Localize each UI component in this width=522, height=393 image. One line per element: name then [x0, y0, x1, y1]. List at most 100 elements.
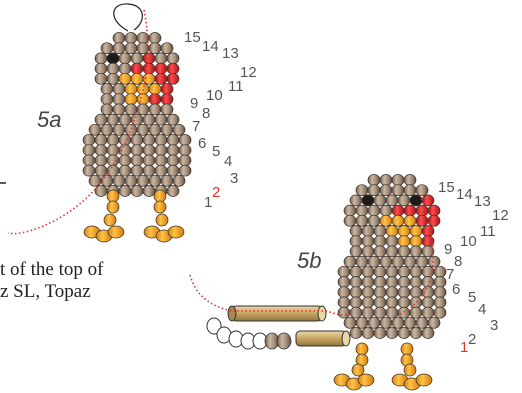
bead: [103, 213, 117, 227]
bead: [136, 123, 150, 136]
bead: [355, 184, 369, 197]
bead: [154, 154, 168, 167]
bead: [403, 363, 417, 377]
bead: [367, 184, 381, 197]
bead: [397, 225, 411, 237]
bead: [409, 225, 423, 237]
bead: [397, 194, 411, 207]
row-number: 13: [474, 193, 491, 210]
bead: [166, 144, 180, 157]
bead: [349, 245, 363, 258]
bead: [167, 225, 185, 239]
row-number: 15: [438, 179, 455, 196]
bead: [118, 134, 132, 146]
bead: [397, 235, 411, 248]
bead: [409, 327, 423, 339]
thread-path-5a: [7, 9, 149, 235]
bead: [337, 286, 351, 299]
bead: [124, 93, 138, 106]
bead: [415, 316, 429, 329]
row-number: 1: [460, 339, 468, 356]
bead: [107, 225, 125, 239]
bead: [82, 134, 96, 146]
bead: [160, 103, 174, 116]
bead: [343, 255, 357, 268]
bead: [379, 204, 393, 217]
bead: [421, 194, 435, 207]
row-number: 2: [212, 184, 220, 201]
bead: [136, 93, 150, 106]
bead: [433, 276, 447, 288]
bead: [148, 42, 162, 55]
bead: [391, 316, 405, 329]
bead: [361, 296, 375, 309]
bead: [130, 52, 144, 65]
bead: [94, 52, 108, 65]
bead: [154, 164, 168, 177]
bead: [409, 194, 423, 207]
row-number: 5: [468, 289, 476, 306]
bead: [160, 83, 174, 95]
bead: [361, 276, 375, 288]
bead: [409, 245, 423, 258]
bead: [130, 134, 144, 146]
bead: [367, 255, 381, 268]
figure-5a-label: 5a: [37, 107, 61, 132]
bead: [397, 276, 411, 288]
bead: [106, 72, 120, 85]
bead: [421, 265, 435, 278]
bead: [361, 306, 375, 319]
bead: [397, 265, 411, 278]
bead: [94, 164, 108, 177]
bead: [166, 72, 180, 85]
row-number: 9: [444, 241, 452, 258]
bead: [166, 113, 180, 126]
figure-5b-label: 5b: [297, 248, 321, 273]
bead: [124, 42, 138, 55]
bead: [154, 144, 168, 157]
bead: [172, 174, 186, 187]
bead: [142, 144, 156, 157]
bead: [367, 214, 381, 227]
bead: [82, 154, 96, 167]
bead: [142, 164, 156, 177]
bead: [154, 52, 168, 65]
bead: [391, 174, 405, 186]
bead: [385, 327, 399, 339]
bead: [82, 164, 96, 177]
bead: [385, 296, 399, 309]
bead: [349, 276, 363, 288]
bead: [172, 123, 186, 136]
bead: [106, 52, 120, 65]
bead: [349, 225, 363, 237]
bead: [421, 245, 435, 258]
bead: [397, 286, 411, 299]
bead: [391, 204, 405, 217]
bead: [421, 327, 435, 339]
thread-path-5b: [189, 274, 353, 317]
bead: [94, 154, 108, 167]
bead: [112, 174, 126, 187]
row-number: 3: [230, 170, 238, 187]
bead: [166, 62, 180, 75]
caption-line-2: z SL, Topaz: [0, 281, 91, 302]
bead: [379, 184, 393, 197]
bead: [160, 93, 174, 106]
bead: [130, 72, 144, 85]
bead: [355, 342, 369, 356]
bead: [421, 296, 435, 309]
bead: [178, 134, 192, 146]
bead: [154, 72, 168, 85]
bead: [160, 123, 174, 136]
row-number: 7: [192, 118, 200, 135]
bead: [349, 306, 363, 319]
bead: [361, 245, 375, 258]
bead: [112, 42, 126, 55]
bead: [178, 144, 192, 157]
bead: [118, 164, 132, 177]
bead: [400, 342, 414, 356]
bead: [100, 123, 114, 136]
bead: [397, 296, 411, 309]
row-number: 3: [490, 317, 498, 334]
bead: [373, 296, 387, 309]
